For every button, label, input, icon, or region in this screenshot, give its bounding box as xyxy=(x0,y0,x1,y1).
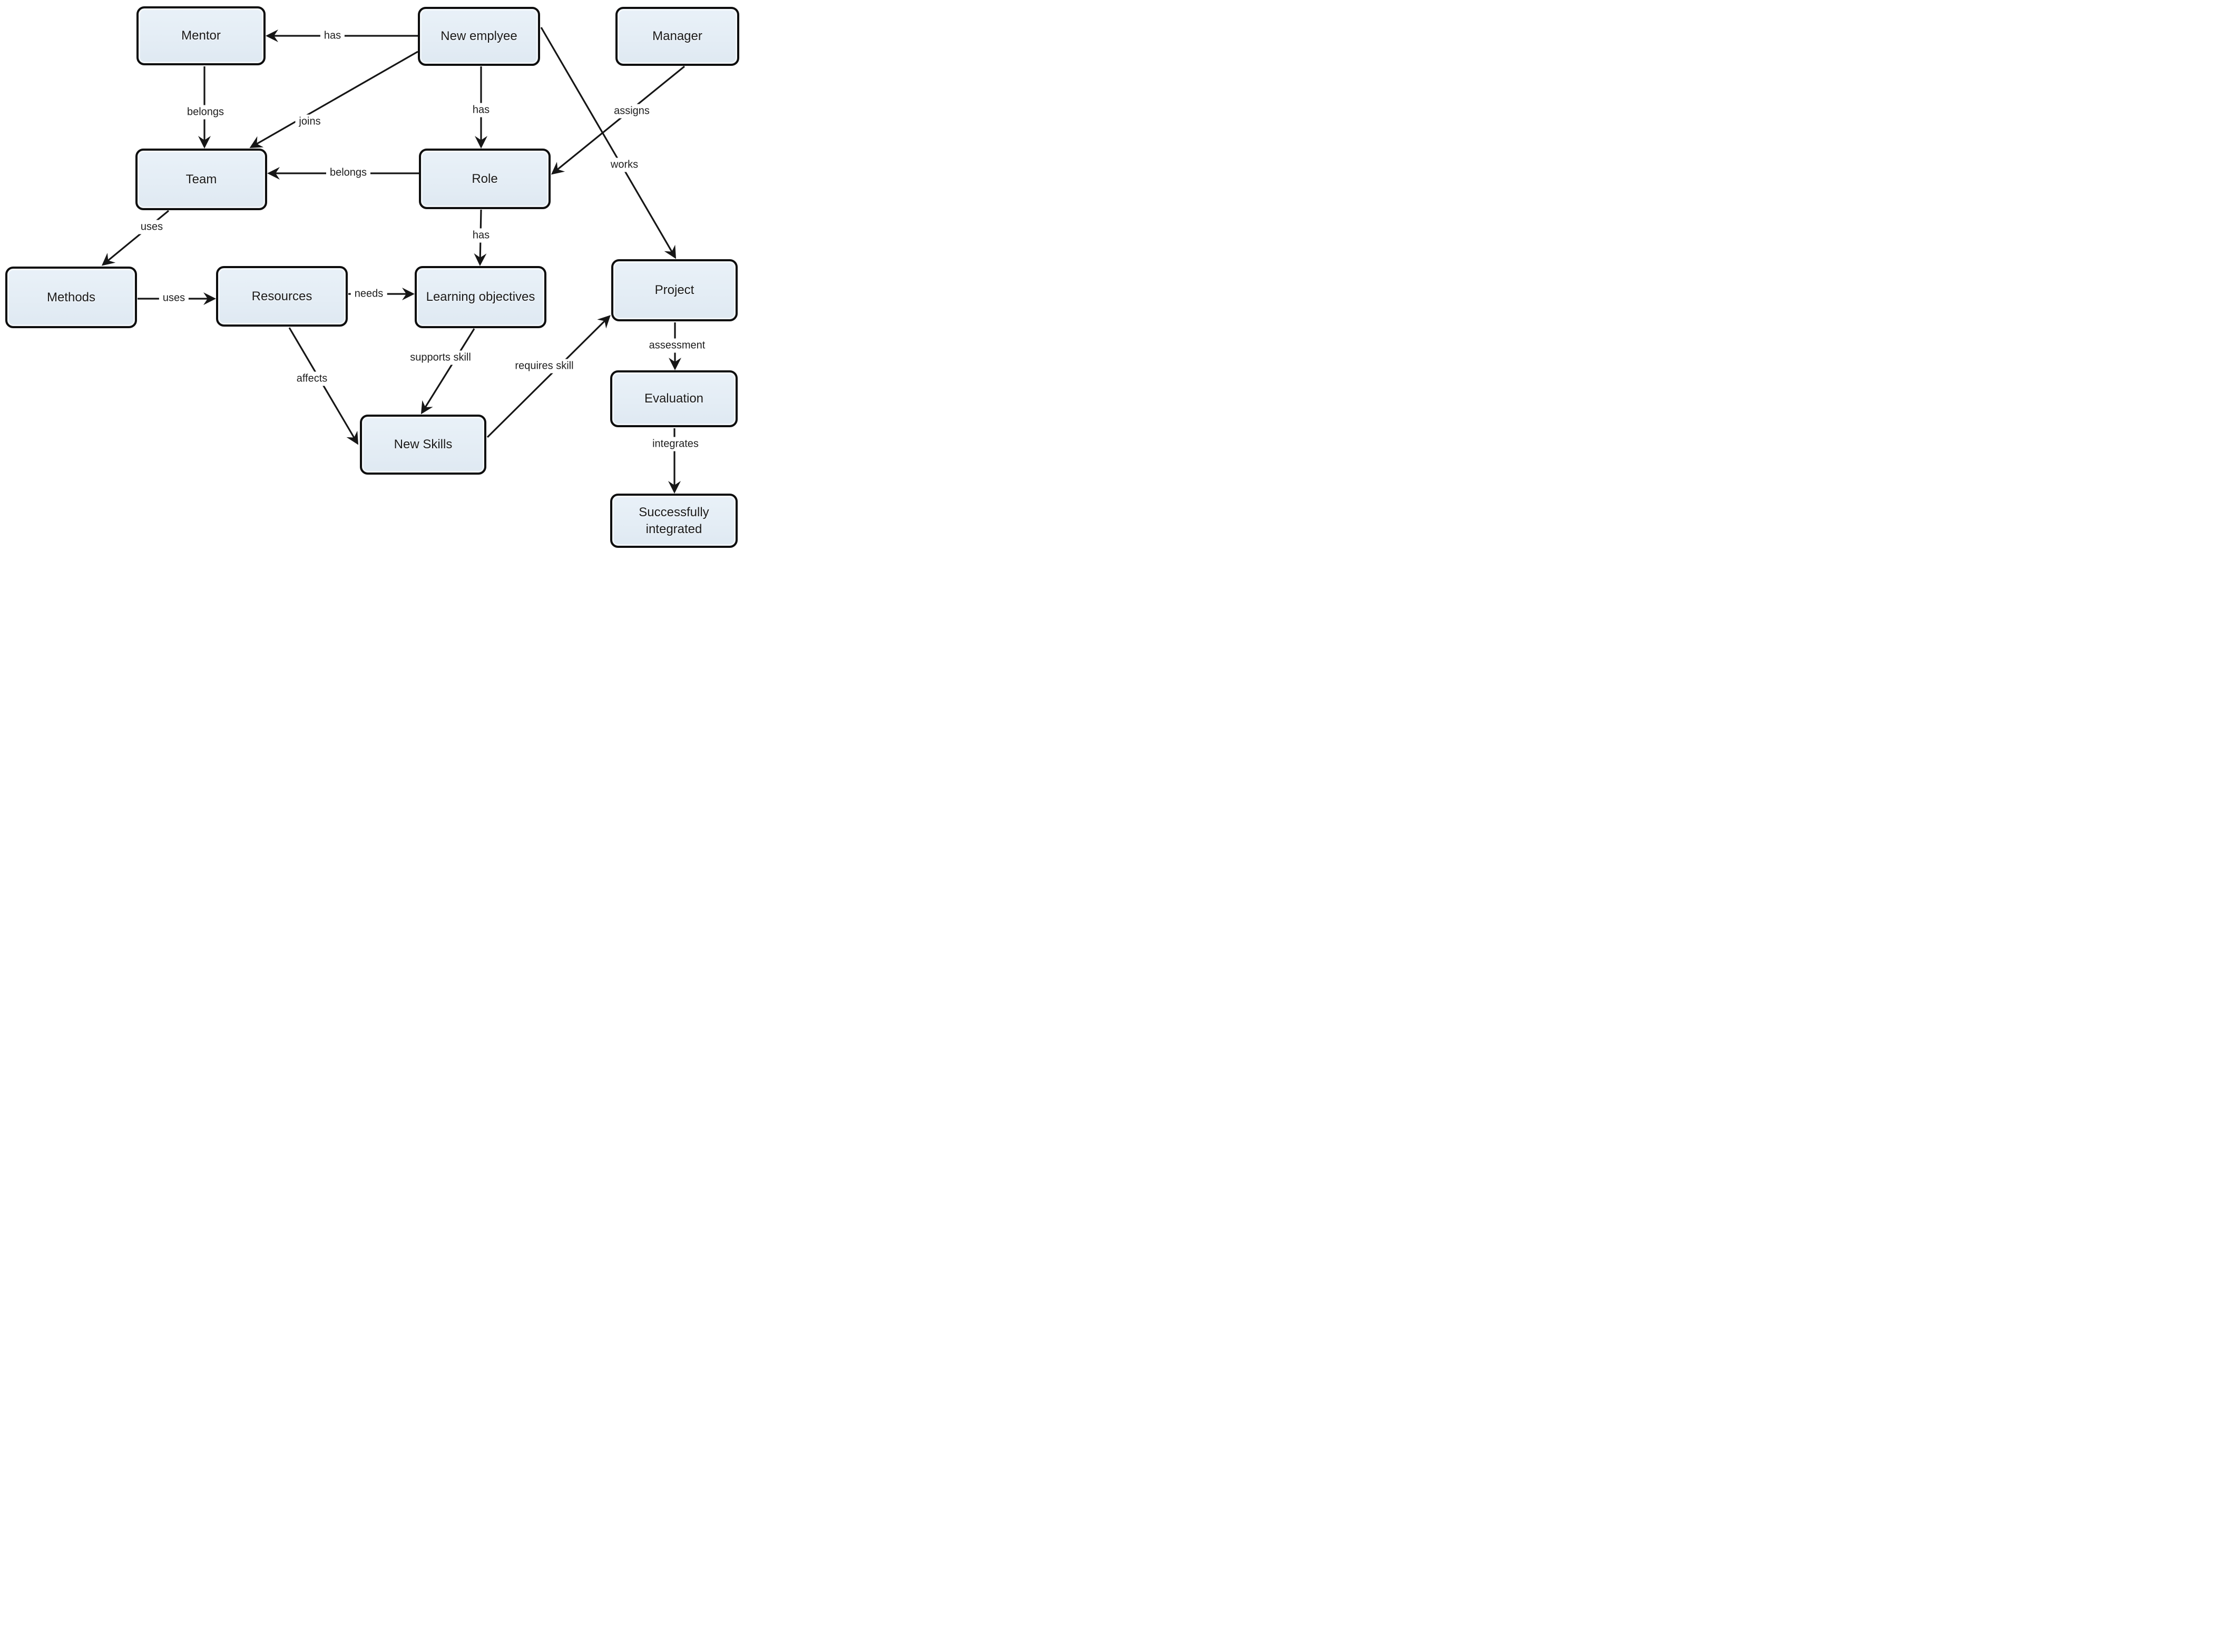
edge-layer xyxy=(101,27,686,494)
edge-role-learning-objectives xyxy=(474,209,487,266)
edge-new-employee-project xyxy=(540,27,677,259)
edge-new-employee-team xyxy=(249,51,418,148)
edge-new-skills-project xyxy=(486,315,611,438)
edge-resources-new-skills xyxy=(288,327,359,445)
edge-team-methods xyxy=(101,210,170,266)
edge-manager-role xyxy=(551,65,686,175)
edge-learning-objectives-new-skills xyxy=(420,328,475,415)
